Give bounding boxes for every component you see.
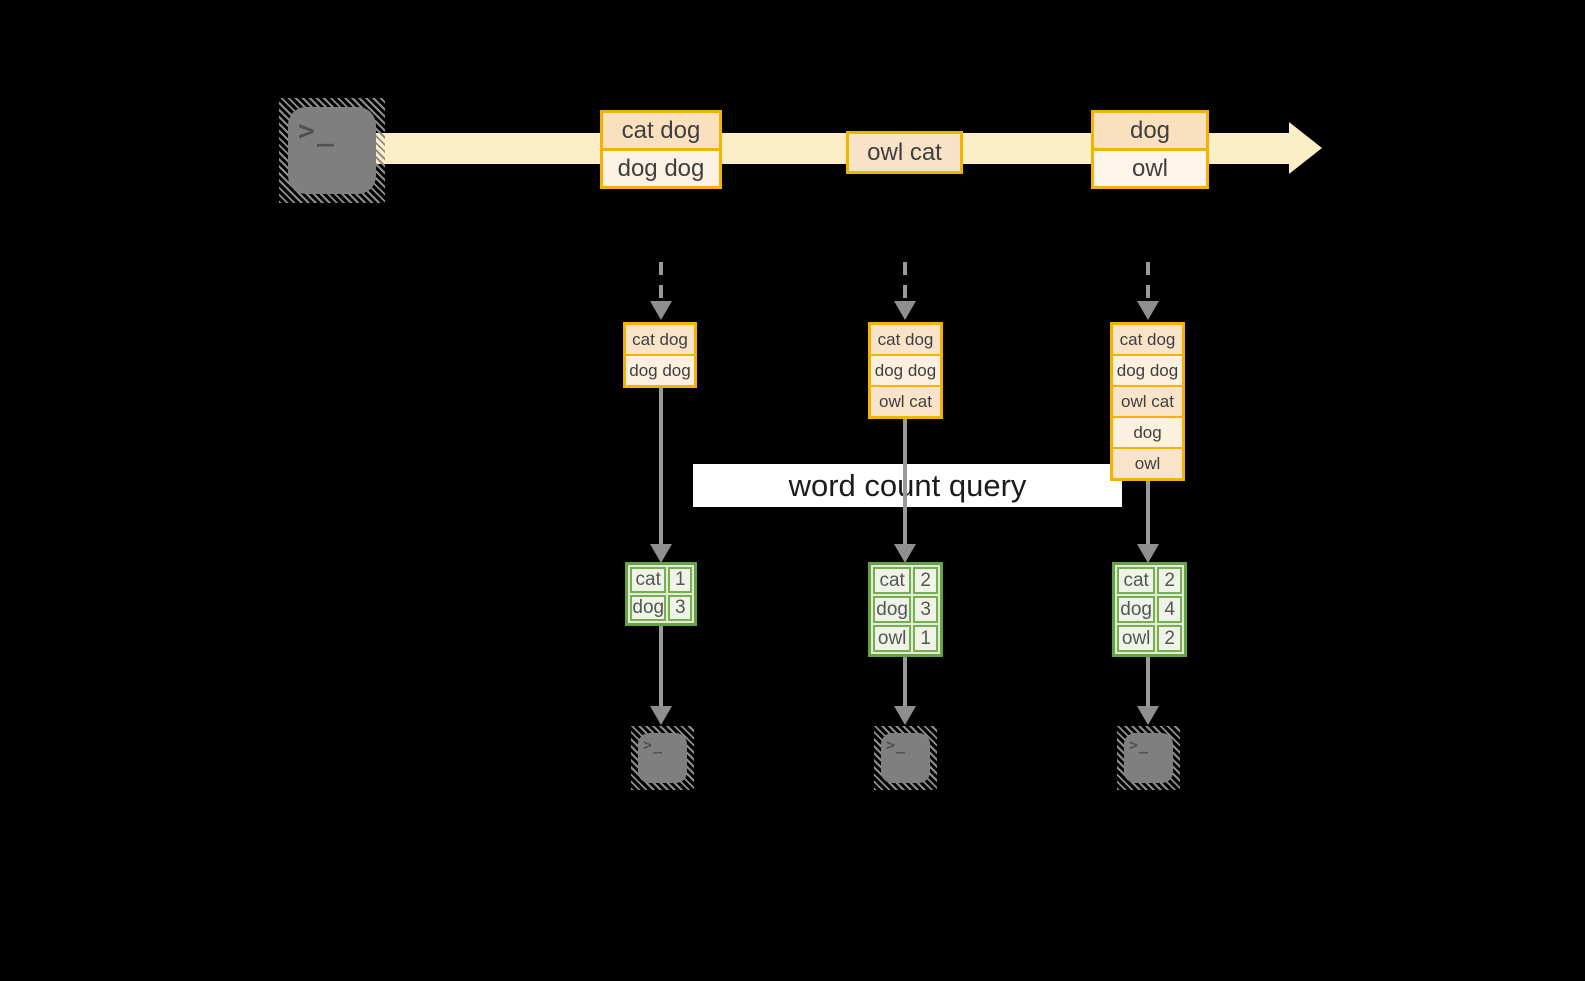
connector-arrow-head [650, 706, 672, 725]
record-stack-3: cat dog dog dog owl cat dog owl [1110, 322, 1185, 481]
count-cell: 4 [1157, 596, 1182, 623]
table-row: owl 2 [1117, 625, 1182, 652]
stack-record: cat dog [1113, 325, 1182, 354]
connector-arrow-head [1137, 706, 1159, 725]
record: dog dog [603, 148, 719, 186]
query-label: word count query [788, 467, 1027, 503]
table-row: cat 2 [873, 567, 938, 594]
count-cell: 2 [1157, 567, 1182, 594]
table-row: owl 1 [873, 625, 938, 652]
stack-record: dog dog [1113, 354, 1182, 385]
count-table-1: cat 1 dog 3 [625, 562, 697, 626]
source-terminal-icon: >_ [279, 98, 385, 203]
word-cell: dog [873, 596, 912, 623]
query-band: word count query [693, 464, 1122, 507]
stack-record: dog dog [871, 354, 940, 385]
table-row: dog 3 [873, 596, 938, 623]
record-stack-2: cat dog dog dog owl cat [868, 322, 943, 419]
record: owl cat [849, 134, 960, 171]
count-cell: 2 [1157, 625, 1182, 652]
count-cell: 3 [913, 596, 938, 623]
terminal-screen [1124, 733, 1173, 783]
count-cell: 2 [913, 567, 938, 594]
count-cell: 1 [668, 567, 692, 593]
stream-arrow-head [1289, 122, 1322, 174]
record: owl [1094, 148, 1206, 186]
output-terminal-icon-2: >_ [874, 726, 937, 790]
terminal-screen [638, 733, 687, 783]
connector-arrow-head [894, 544, 916, 563]
connector-arrow-head [1137, 544, 1159, 563]
dashed-arrow-head [650, 301, 672, 320]
stack-record: dog [1113, 416, 1182, 447]
connector-arrow-head [894, 706, 916, 725]
connector-line [659, 626, 663, 706]
output-terminal-icon-3: >_ [1117, 726, 1180, 790]
stack-record: owl [1113, 447, 1182, 478]
stack-record: owl cat [1113, 385, 1182, 416]
stream-batch-2: owl cat [846, 131, 963, 174]
table-row: cat 1 [630, 567, 692, 593]
count-cell: 1 [913, 625, 938, 652]
stack-record: cat dog [871, 325, 940, 354]
word-cell: dog [630, 595, 667, 621]
table-row: dog 4 [1117, 596, 1182, 623]
dashed-arrow-line [659, 262, 663, 302]
stack-record: owl cat [871, 385, 940, 416]
word-cell: cat [873, 567, 912, 594]
connector-line [1146, 657, 1150, 706]
word-cell: cat [630, 567, 667, 593]
table-row: cat 2 [1117, 567, 1182, 594]
connector-line [903, 419, 907, 544]
dashed-arrow-line [1146, 262, 1150, 302]
stack-record: cat dog [626, 325, 694, 354]
word-cell: owl [873, 625, 912, 652]
dashed-arrow-head [894, 301, 916, 320]
word-cell: cat [1117, 567, 1156, 594]
terminal-prompt-icon: >_ [886, 736, 907, 754]
record: dog [1094, 113, 1206, 148]
word-cell: owl [1117, 625, 1156, 652]
dashed-arrow-head [1137, 301, 1159, 320]
stream-batch-3: dog owl [1091, 110, 1209, 189]
output-terminal-icon-1: >_ [631, 726, 694, 790]
dashed-arrow-line [903, 262, 907, 302]
count-cell: 3 [668, 595, 692, 621]
stream-batch-1: cat dog dog dog [600, 110, 722, 189]
terminal-prompt-icon: >_ [643, 736, 664, 754]
terminal-prompt-icon: >_ [1129, 736, 1150, 754]
connector-arrow-head [650, 544, 672, 563]
count-table-2: cat 2 dog 3 owl 1 [868, 562, 943, 657]
table-row: dog 3 [630, 595, 692, 621]
record: cat dog [603, 113, 719, 148]
terminal-screen [881, 733, 930, 783]
record-stack-1: cat dog dog dog [623, 322, 697, 388]
stack-record: dog dog [626, 354, 694, 385]
count-table-3: cat 2 dog 4 owl 2 [1112, 562, 1187, 657]
connector-line [1146, 481, 1150, 544]
word-cell: dog [1117, 596, 1156, 623]
terminal-screen [288, 107, 376, 194]
connector-line [903, 657, 907, 706]
terminal-prompt-icon: >_ [298, 114, 336, 147]
connector-line [659, 388, 663, 544]
